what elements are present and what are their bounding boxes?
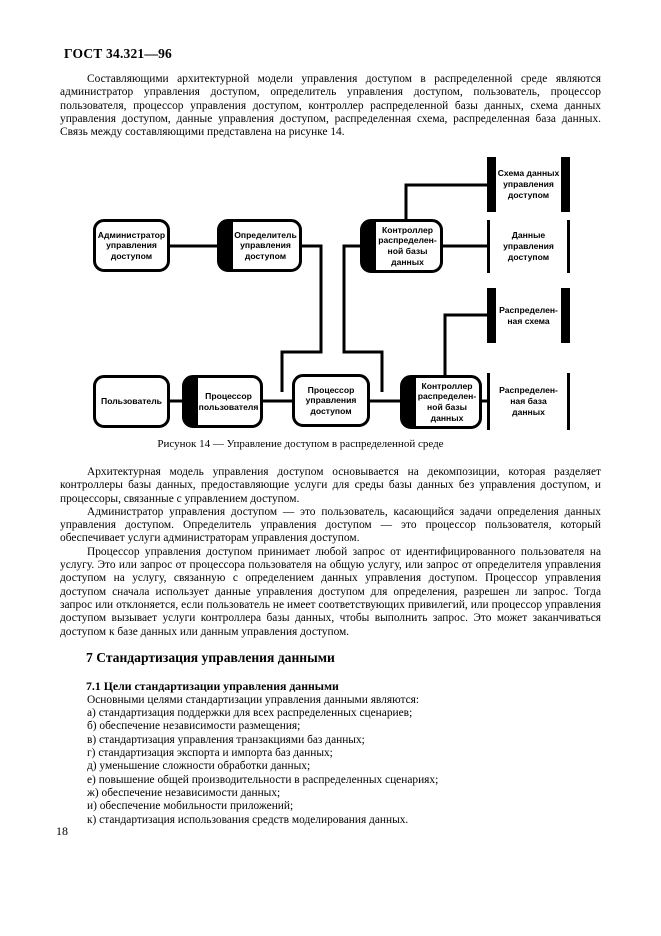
store-label: Распределен- ная схема bbox=[499, 304, 558, 326]
node-label: Процессор управления доступом bbox=[305, 384, 357, 416]
processor-bar bbox=[219, 221, 233, 270]
store-distributed-database: Распределен- ная база данных bbox=[487, 373, 570, 430]
subsection-heading: 7.1 Цели стандартизации управления данны… bbox=[86, 678, 339, 693]
list-item: г) стандартизация экспорта и импорта баз… bbox=[87, 747, 333, 760]
paragraph: Администратор управления доступом — это … bbox=[60, 505, 601, 545]
store-label: Схема данных управления доступом bbox=[497, 168, 560, 200]
document-header: ГОСТ 34.321—96 bbox=[64, 46, 172, 61]
connector-controller-top-access-schema bbox=[404, 183, 487, 219]
figure-14: Администратор управления доступом Опреде… bbox=[0, 150, 661, 460]
node-label: Контроллер распределен- ной базы данных bbox=[417, 380, 477, 423]
list-item: е) повышение общей производительности в … bbox=[87, 773, 439, 786]
node-access-definer: Определитель управления доступом bbox=[217, 219, 302, 272]
body-text: Архитектурная модель управления доступом… bbox=[60, 466, 601, 827]
paragraph: Процессор управления доступом принимает … bbox=[60, 545, 601, 638]
node-access-administrator: Администратор управления доступом bbox=[93, 219, 170, 272]
node-label: Определитель управления доступом bbox=[234, 229, 297, 261]
node-access-processor: Процессор управления доступом bbox=[292, 374, 370, 427]
list-item: и) обеспечение мобильности приложений; bbox=[87, 800, 294, 813]
processor-bar bbox=[362, 221, 376, 271]
node-distributed-db-controller-top: Контроллер распределен- ной базы данных bbox=[360, 219, 443, 273]
store-access-schema: Схема данных управления доступом bbox=[487, 157, 570, 212]
node-label: Администратор управления доступом bbox=[97, 229, 166, 261]
list-item: к) стандартизация использования средств … bbox=[87, 813, 409, 826]
list-item: в) стандартизация управления транзакциям… bbox=[87, 733, 365, 746]
paragraph: Архитектурная модель управления доступом… bbox=[60, 466, 601, 505]
node-user: Пользователь bbox=[93, 375, 170, 428]
node-distributed-db-controller-bottom: Контроллер распределен- ной базы данных bbox=[400, 375, 482, 429]
figure-connectors bbox=[170, 183, 490, 403]
processor-bar bbox=[402, 377, 416, 427]
node-label: Процессор пользователя bbox=[198, 390, 259, 412]
node-label: Контроллер распределен- ной базы данных bbox=[378, 224, 437, 267]
figure-caption: Рисунок 14 — Управление доступом в распр… bbox=[157, 438, 444, 450]
connector-definer-access-processor bbox=[280, 244, 323, 392]
list-intro: Основными целями стандартизации управлен… bbox=[87, 693, 420, 706]
connector-controller-bottom-dist-schema bbox=[443, 313, 487, 375]
list-item: а) стандартизация поддержки для всех рас… bbox=[87, 707, 413, 720]
page-number: 18 bbox=[56, 824, 68, 838]
list-item: б) обеспечение независимости размещения; bbox=[87, 720, 301, 733]
intro-paragraph-block: Составляющими архитектурной модели управ… bbox=[60, 73, 601, 139]
list-item: ж) обеспечение независимости данных; bbox=[87, 786, 281, 799]
node-user-processor: Процессор пользователя bbox=[182, 375, 263, 428]
paragraph: Составляющими архитектурной модели управ… bbox=[60, 73, 601, 139]
connector-controller-top-access-processor bbox=[342, 244, 384, 392]
store-label: Данные управления доступом bbox=[503, 230, 554, 262]
node-label: Пользователь bbox=[101, 396, 162, 407]
section-heading: 7 Стандартизация управления данными bbox=[86, 649, 335, 665]
list-item: д) уменьшение сложности обработки данных… bbox=[87, 760, 311, 773]
store-access-data: Данные управления доступом bbox=[487, 220, 570, 273]
store-distributed-schema: Распределен- ная схема bbox=[487, 288, 570, 343]
store-label: Распределен- ная база данных bbox=[499, 385, 558, 417]
processor-bar bbox=[184, 377, 198, 426]
